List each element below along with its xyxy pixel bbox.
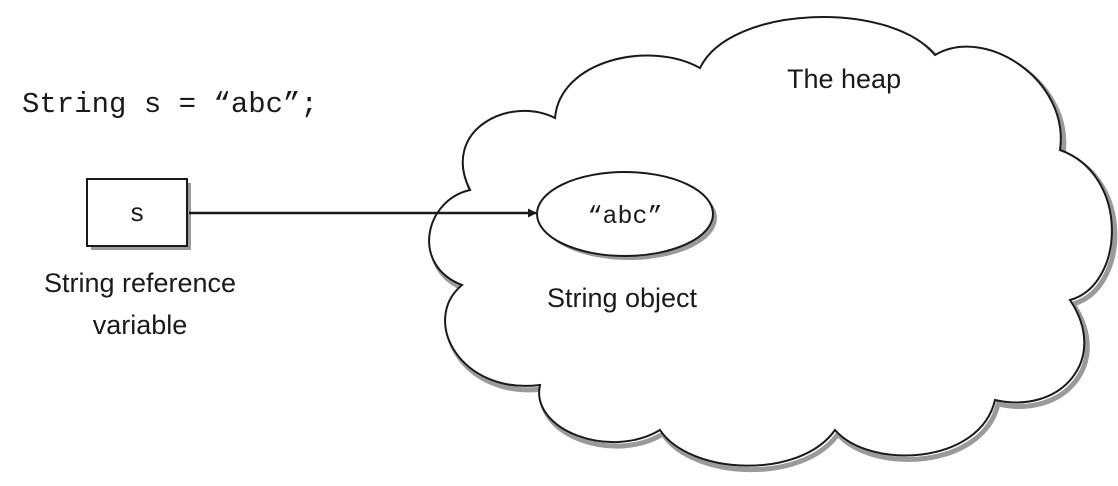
heap-cloud-outline	[428, 16, 1113, 467]
string-object-caption: String object	[547, 283, 698, 313]
heap-label: The heap	[787, 64, 901, 94]
heap-cloud	[428, 16, 1118, 473]
string-object: “abc”	[536, 171, 717, 260]
reference-box-frame	[86, 178, 188, 247]
code-line: String s = “abc”;	[22, 88, 318, 121]
reference-box: s	[86, 178, 191, 250]
reference-caption-line1: String reference	[44, 268, 236, 298]
reference-caption-line2: variable	[93, 310, 188, 340]
string-object-ellipse	[536, 171, 714, 257]
reference-box-label: s	[129, 199, 145, 229]
string-object-label: “abc”	[587, 202, 662, 231]
